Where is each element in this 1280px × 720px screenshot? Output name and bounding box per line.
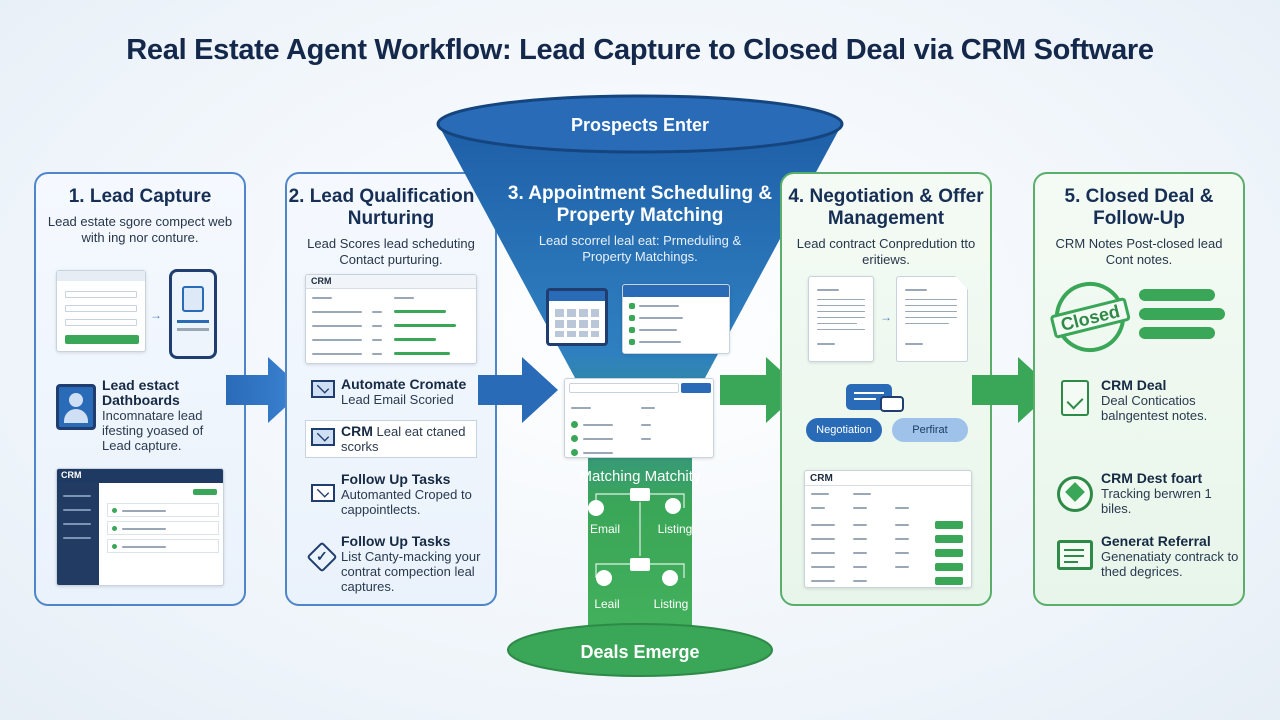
stage-3-header: 3. Appointment Scheduling & Property Mat… bbox=[500, 183, 780, 265]
person-icon bbox=[662, 570, 678, 586]
stage-3-desc: Lead scorrel leal eat: Prmeduling & Prop… bbox=[538, 233, 742, 264]
stage-2-desc: Lead Scores lead scheduting Contact purt… bbox=[307, 236, 475, 267]
feature-desc: Lead Email Scoried bbox=[341, 392, 454, 407]
lead-dashboards-feature: Lead estact Dathboards Incomnatare lead … bbox=[102, 377, 232, 454]
checkmark-icon: ✓ bbox=[316, 548, 328, 564]
feature-title: Automate Cromate bbox=[341, 376, 467, 392]
chat-bubble-icon bbox=[880, 396, 904, 412]
negotiation-bubble: Negotiation bbox=[806, 418, 882, 442]
lead-form-mockup bbox=[56, 270, 146, 352]
stage-1-title: 1. Lead Capture bbox=[68, 186, 212, 207]
stage-4-desc: Lead contract Conpredution tto eritiews. bbox=[796, 236, 976, 267]
feature-desc: Tracking berwren 1 biles. bbox=[1101, 486, 1212, 516]
feature-title: CRM Dest foart bbox=[1101, 470, 1203, 486]
appointment-list-mockup bbox=[622, 284, 730, 354]
crm-dashboard-mockup: CRM bbox=[56, 468, 224, 586]
person-icon bbox=[588, 500, 604, 516]
feature-desc: Genenatiaty contrack to thed degrices. bbox=[1101, 549, 1239, 579]
feature-title: Generat Referral bbox=[1101, 533, 1211, 549]
contract-document-icon bbox=[808, 276, 874, 362]
stage-1-panel: 1. Lead Capture Lead estate sgore compec… bbox=[34, 172, 246, 606]
crm-logo: CRM bbox=[61, 470, 82, 480]
calendar-icon bbox=[546, 288, 608, 346]
feature-desc: Leal eat ctaned scorks bbox=[341, 424, 466, 454]
stage-2-panel: 2. Lead Qualification & Nurturing Lead S… bbox=[285, 172, 497, 606]
arrow-right-icon: → bbox=[880, 310, 892, 324]
stamp-label: Closed bbox=[1049, 296, 1131, 340]
stage-4-panel: 4. Negotiation & Offer Management Lead c… bbox=[780, 172, 992, 606]
email-icon bbox=[311, 380, 335, 398]
feature-item: CRM Leal eat ctaned scorks bbox=[341, 423, 471, 455]
user-document-icon bbox=[56, 384, 96, 430]
stage-5-panel: 5. Closed Deal & Follow-Up CRM Notes Pos… bbox=[1033, 172, 1245, 606]
arrow-right-icon: → bbox=[150, 308, 162, 322]
follow-up-tag bbox=[1139, 289, 1215, 301]
lead-dashboards-desc: Incomnatare lead ifesting yoased of Lead… bbox=[102, 408, 204, 453]
page-title: Real Estate Agent Workflow: Lead Capture… bbox=[126, 34, 1154, 66]
feature-desc: Deal Conticatios balngentest notes. bbox=[1101, 393, 1208, 423]
follow-up-tag bbox=[1139, 308, 1225, 320]
offer-bubble: Perfirat bbox=[892, 418, 968, 442]
deal-document-icon bbox=[1061, 380, 1089, 416]
stage-5-desc: CRM Notes Post-closed lead Cont notes. bbox=[1055, 236, 1223, 267]
stage-4-title: 4. Negotiation & Offer Management bbox=[788, 186, 984, 229]
node-label: Email bbox=[589, 522, 620, 536]
node-label: Listing bbox=[653, 597, 689, 611]
lead-dashboards-title: Lead estact Dathboards bbox=[102, 377, 180, 408]
lead-scoring-mockup: CRM bbox=[305, 274, 477, 364]
email-icon bbox=[311, 484, 335, 502]
feature-title: Follow Up Tasks bbox=[341, 533, 451, 549]
stage-3-title: 3. Appointment Scheduling & Property Mat… bbox=[507, 183, 773, 226]
email-icon bbox=[311, 428, 335, 446]
stage-2-title: 2. Lead Qualification & Nurturing bbox=[288, 186, 494, 229]
person-icon bbox=[596, 570, 612, 586]
feature-title: Follow Up Tasks bbox=[341, 471, 451, 487]
flow-arrow-1 bbox=[226, 357, 304, 423]
funnel-top-label: Prospects Enter bbox=[570, 115, 710, 135]
feature-title: CRM bbox=[341, 423, 373, 439]
feature-desc: List Canty-macking your contrat compecti… bbox=[341, 549, 481, 594]
stage-1-desc: Lead estate sgore compect web with ing n… bbox=[47, 214, 233, 245]
crm-logo: CRM bbox=[810, 473, 833, 484]
node-label: Leail bbox=[594, 597, 620, 611]
node-label: Listing bbox=[657, 522, 693, 536]
badge-icon bbox=[1057, 476, 1093, 512]
offer-crm-mockup: CRM bbox=[804, 470, 972, 588]
closed-stamp-icon: Closed bbox=[1047, 274, 1133, 360]
feature-desc: Automanted Croped to cappointlects. bbox=[341, 487, 472, 517]
flow-arrow-2 bbox=[478, 357, 558, 423]
funnel-bottom-label: Deals Emerge bbox=[580, 642, 700, 662]
matching-label: Matching Matchity bbox=[579, 468, 701, 485]
feature-title: CRM Deal bbox=[1101, 377, 1167, 393]
follow-up-tag bbox=[1139, 327, 1215, 339]
person-icon bbox=[665, 498, 681, 514]
stage-5-title: 5. Closed Deal & Follow-Up bbox=[1064, 186, 1214, 229]
property-matching-mockup bbox=[564, 378, 714, 458]
phone-icon bbox=[169, 269, 217, 359]
referral-document-icon bbox=[1057, 540, 1093, 570]
offer-document-icon bbox=[896, 276, 968, 362]
crm-logo: CRM bbox=[311, 276, 332, 286]
